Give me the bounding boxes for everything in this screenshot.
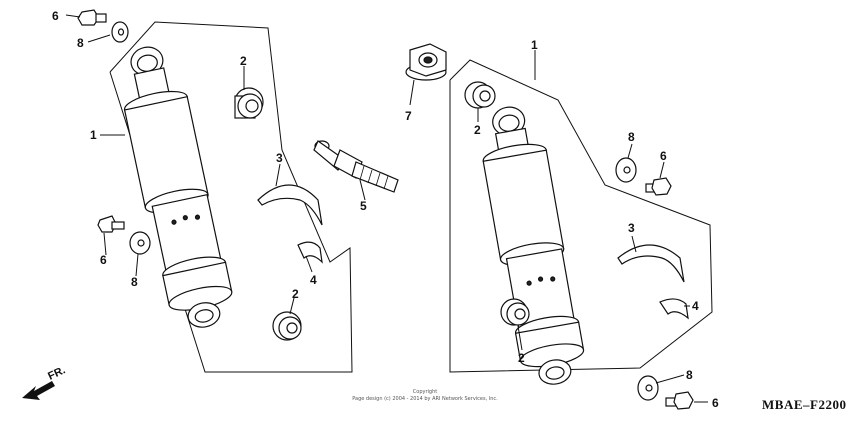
right-bushing-top[interactable] <box>464 81 496 109</box>
callout-1-right: 1 <box>531 38 538 52</box>
callout-1-left: 1 <box>90 128 97 142</box>
right-group-outline <box>449 59 713 373</box>
bolt-top-left[interactable] <box>77 9 107 26</box>
front-direction-arrow-icon: FR. <box>22 364 67 400</box>
copyright-line-2: Page design (c) 2004 - 2014 by ARI Netwo… <box>352 396 498 402</box>
callout-7: 7 <box>405 109 412 123</box>
callout-6-mid-left: 6 <box>100 253 107 267</box>
callout-3-left: 3 <box>276 151 283 165</box>
callout-8-top-left: 8 <box>77 36 84 50</box>
left-plate[interactable] <box>297 241 323 264</box>
left-shock-group: 6 8 1 2 3 5 6 8 4 2 <box>52 9 399 373</box>
callout-2-left-top: 2 <box>240 54 247 68</box>
callout-4-left: 4 <box>310 273 317 287</box>
bolt-right-top[interactable] <box>645 177 672 196</box>
stud-bolt[interactable] <box>313 140 399 193</box>
right-clip[interactable] <box>617 244 685 283</box>
callout-3-right: 3 <box>628 221 635 235</box>
right-shock-group: 7 <box>405 38 719 410</box>
diagram-code: MBAE–F2200 <box>762 397 846 412</box>
callout-2-left-bottom: 2 <box>292 287 299 301</box>
callout-8-right-bottom: 8 <box>686 368 693 382</box>
copyright-line-1: Copyright <box>413 389 437 395</box>
right-shock-absorber[interactable] <box>475 102 589 390</box>
callout-8-right-top: 8 <box>628 130 635 144</box>
left-clip[interactable] <box>257 184 323 226</box>
washer-right-top[interactable] <box>615 157 637 183</box>
front-direction-label: FR. <box>46 364 67 382</box>
washer-mid-left[interactable] <box>129 231 151 255</box>
left-shock-absorber[interactable] <box>113 40 238 334</box>
left-bushing-top[interactable] <box>234 87 264 119</box>
callout-6-right-top: 6 <box>660 149 667 163</box>
right-bushing-bottom[interactable] <box>500 298 530 326</box>
washer-right-bottom[interactable] <box>637 375 659 401</box>
callout-6-top-left: 6 <box>52 9 59 23</box>
callout-8-mid-left: 8 <box>131 275 138 289</box>
left-bushing-bottom[interactable] <box>272 311 302 341</box>
bolt-right-bottom[interactable] <box>665 391 694 410</box>
callout-6-right-bottom: 6 <box>712 396 719 410</box>
washer-top-left[interactable] <box>111 21 129 43</box>
callout-4-right: 4 <box>692 299 699 313</box>
callout-2-right-top: 2 <box>474 123 481 137</box>
left-group-outline <box>109 21 353 373</box>
flange-nut[interactable] <box>405 43 447 81</box>
bolt-mid-left[interactable] <box>97 215 125 233</box>
callout-5: 5 <box>360 199 367 213</box>
right-plate[interactable] <box>659 298 689 320</box>
callout-2-right-bottom: 2 <box>518 351 525 365</box>
